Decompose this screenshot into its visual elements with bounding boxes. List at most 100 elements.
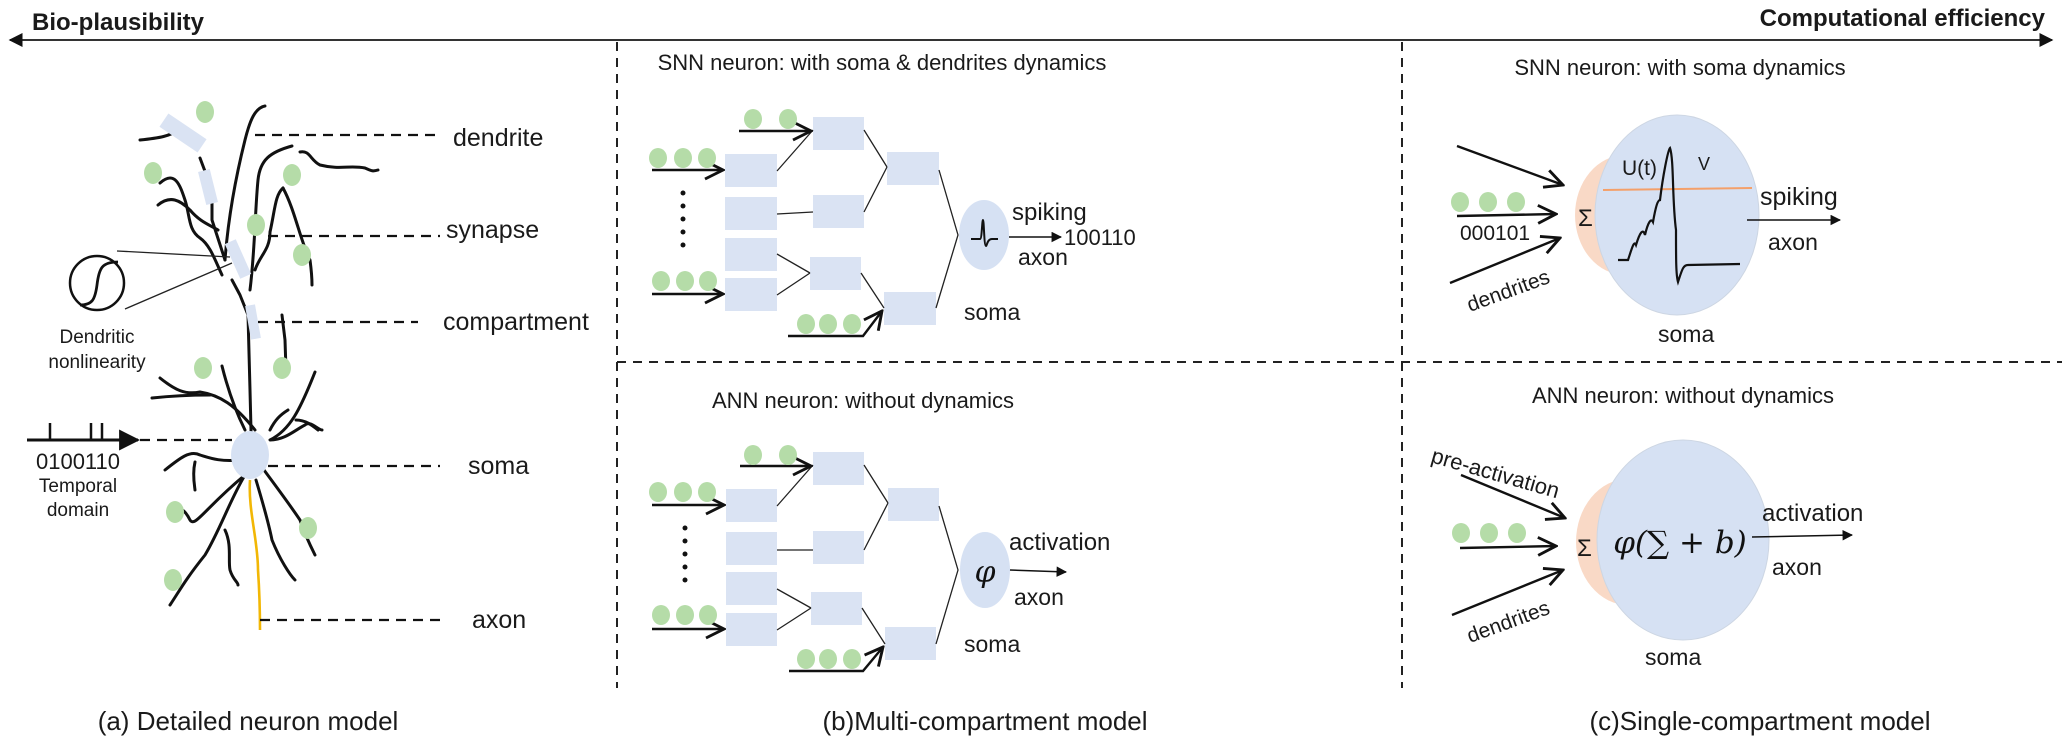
input-arrow — [1460, 473, 1565, 518]
ellipsis-dots — [682, 525, 688, 583]
temporal-label-1: Temporal — [39, 476, 117, 497]
output-label: activation — [1762, 500, 1863, 527]
input-arrow — [1451, 570, 1563, 617]
spike-train-value: 0100110 — [36, 449, 120, 474]
output-value: 100110 — [1064, 225, 1136, 250]
label-soma: soma — [468, 452, 529, 480]
sigmoid-icon — [79, 260, 119, 307]
dendrites-label: dendrites — [1464, 266, 1553, 317]
panel-c-snn: SNN neuron: with soma dynamics Σ U(t) V … — [1449, 55, 1846, 347]
compartment-segment — [159, 113, 207, 153]
label-compartment: compartment — [443, 308, 589, 336]
synapse-dots — [649, 109, 861, 334]
synapse-dot — [293, 244, 311, 266]
compartment — [810, 257, 861, 290]
compartment — [813, 117, 864, 150]
soma-label: soma — [1658, 321, 1714, 347]
input-value: 000101 — [1460, 222, 1530, 245]
panel-b-snn: SNN neuron: with soma & dendrites dynami… — [649, 50, 1136, 338]
input-arrow — [1456, 214, 1556, 216]
synapse-dot — [194, 357, 212, 379]
compartment — [885, 627, 936, 660]
compartment — [725, 278, 777, 311]
caption-b: (b)Multi-compartment model — [822, 706, 1147, 736]
soma-label: soma — [964, 299, 1020, 325]
compartment — [726, 489, 777, 522]
basal-dendrites — [150, 364, 324, 607]
zoom-line — [116, 250, 231, 258]
nonlinearity-label-1: Dendritic — [60, 327, 135, 348]
panel-b-ann: ANN neuron: without dynamics — [649, 388, 1110, 673]
snn-single-title: SNN neuron: with soma dynamics — [1514, 55, 1845, 80]
synapse-dot — [283, 164, 301, 186]
soma-label: soma — [964, 631, 1020, 657]
axon-arrow — [1009, 566, 1068, 577]
synapse-dot — [144, 162, 162, 184]
axon-label: axon — [1014, 584, 1064, 610]
label-axon: axon — [472, 606, 526, 634]
input-arrow — [1449, 238, 1560, 285]
compartment — [725, 238, 777, 271]
compartment-segment — [224, 239, 252, 279]
soma-body — [1594, 114, 1760, 316]
compartment-tree — [649, 445, 959, 673]
synapse-dot — [247, 214, 265, 236]
phi-symbol: φ — [974, 555, 995, 590]
sum-symbol: Σ — [1577, 535, 1592, 562]
synapse-dots — [1452, 523, 1526, 543]
spike-icon — [971, 218, 998, 248]
axis-right-label: Computational efficiency — [1760, 5, 2046, 32]
compartment — [813, 452, 864, 485]
zoom-line — [124, 262, 233, 310]
soma-circle — [960, 532, 1010, 608]
nonlinearity-label-2: nonlinearity — [48, 352, 146, 373]
soma-label: soma — [1645, 644, 1701, 670]
synapse-dot — [299, 517, 317, 539]
compartment — [725, 154, 777, 187]
axon-label: axon — [1768, 229, 1818, 255]
threshold-line — [1602, 187, 1753, 191]
compartment — [726, 532, 777, 565]
potential-label: U(t) — [1622, 157, 1657, 180]
soma-body — [231, 431, 269, 479]
label-synapse: synapse — [446, 216, 539, 244]
compartment-segment — [245, 304, 261, 340]
compartment-segment — [198, 169, 218, 205]
synapse-dots — [649, 445, 861, 669]
ann-single-title: ANN neuron: without dynamics — [1532, 383, 1834, 408]
apical-dendrites — [138, 104, 380, 472]
snn-multi-title: SNN neuron: with soma & dendrites dynami… — [658, 50, 1107, 75]
threshold-label: V — [1698, 154, 1710, 174]
bio-to-efficiency-axis: Bio-plausibility Computational efficienc… — [8, 5, 2054, 47]
compartment — [813, 531, 864, 564]
caption-c: (c)Single-compartment model — [1589, 706, 1930, 736]
output-label: spiking — [1012, 199, 1087, 226]
input-arrow — [1456, 144, 1563, 185]
axon-label: axon — [1772, 554, 1822, 580]
synapse-dot — [273, 357, 291, 379]
compartment — [811, 592, 862, 625]
axis-left-label: Bio-plausibility — [32, 9, 205, 36]
compartment — [726, 572, 777, 605]
axon-arrow — [1751, 529, 1854, 541]
panel-borders — [616, 42, 2062, 688]
membrane-potential-trace — [1618, 145, 1741, 286]
dendritic-nonlinearity-inset: Dendritic nonlinearity — [48, 250, 233, 373]
ellipsis-dots — [680, 190, 686, 248]
compartment-tree — [649, 109, 959, 338]
synapses — [144, 101, 317, 591]
temporal-spike-input: 0100110 Temporal domain — [27, 423, 141, 521]
soma-body — [1596, 439, 1770, 641]
preactivation-label: pre-activation — [1429, 443, 1563, 503]
caption-a: (a) Detailed neuron model — [98, 706, 399, 736]
compartment — [813, 195, 864, 228]
output-label: activation — [1009, 529, 1110, 556]
synapse-dots — [1451, 192, 1525, 212]
compartment — [887, 152, 939, 185]
input-arrow — [788, 311, 882, 338]
synapse-dot — [196, 101, 214, 123]
output-label: spiking — [1760, 183, 1838, 211]
sum-symbol: Σ — [1578, 205, 1593, 232]
axon-label: axon — [1018, 244, 1068, 270]
